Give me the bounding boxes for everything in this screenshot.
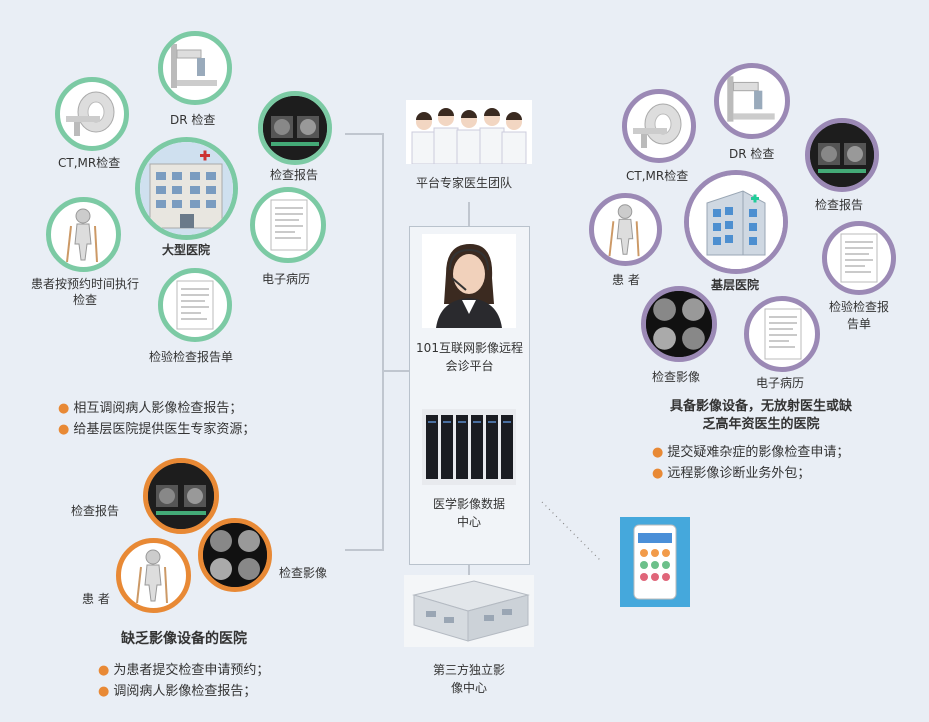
large-patient-label: 患者按预约时间执行检查 [30,277,139,307]
large-hospital-bullets: ●相互调阅病人影像检查报告； ●给基层医院提供医生专家资源； [58,398,255,440]
patient-circle-basic [589,193,662,266]
lab-report-circle-large [158,268,232,342]
hospital-building-icon [689,175,783,269]
large-hospital-title: 大型医院 [162,243,211,257]
emr-circle-large [250,187,326,263]
dr-circle-basic [714,63,790,139]
bullet-item: ●提交疑难杂症的影像检查申请； [652,445,850,460]
report-circle-basic [805,118,879,192]
third-party-label: 第三方独立影像中心 [432,663,505,695]
large-dr-label: DR 检查 [170,113,216,127]
orange-report-label: 检查报告 [71,504,120,518]
orange-images-label: 检查影像 [279,566,328,580]
ct-circle-basic [622,89,696,163]
mobile-app-icon [620,517,690,607]
basic-patient-label: 患 者 [612,273,640,287]
basic-ct-label: CT,MR检查 [626,169,689,183]
scan-report-icon [263,96,327,160]
basic-report-label: 检查报告 [815,198,864,212]
document-icon [840,233,878,283]
basic-dr-label: DR 检查 [729,147,775,161]
scan-images-icon [646,291,712,357]
images-circle-basic [641,286,717,362]
patient-crutch-icon [608,204,640,257]
connector-bottom [345,549,383,551]
large-emr-label: 电子病历 [262,272,311,286]
patient-circle-large [46,197,121,272]
emr-circle-basic [744,296,820,372]
bullet-item: ●远程影像诊断业务外包； [652,466,811,481]
document-icon [176,280,214,330]
basic-hospital-bullets: ●提交疑难杂症的影像检查申请； ●远程影像诊断业务外包； [652,442,849,484]
ct-scanner-icon [633,103,682,148]
no-equipment-bullets: ●为患者提交检查申请预约； ●调阅病人影像检查报告； [98,660,269,702]
hospital-building-icon [140,142,233,235]
report-circle-orange [143,458,219,534]
ct-circle-large [55,77,129,151]
dr-circle-large [158,31,232,105]
expert-team-photo [406,100,532,164]
large-ct-label: CT,MR检查 [58,156,121,170]
dr-xray-icon [727,76,775,122]
mobile-app-photo [620,517,690,607]
bullet-item: ●相互调阅病人影像检查报告； [58,401,243,416]
large-report-label: 检查报告 [270,168,319,182]
dotted-connector [541,501,601,561]
third-party-photo [404,575,534,647]
basic-images-label: 检查影像 [652,370,701,384]
ct-scanner-icon [66,91,115,136]
expert-team-label: 平台专家医生团队 [416,176,513,190]
server-rack-icon [422,409,516,485]
connector-vertical [382,133,384,551]
bullet-item: ●为患者提交检查申请预约； [98,663,270,678]
doctor-team-icon [411,108,527,164]
headset-agent-icon [436,244,502,328]
connector-box-third [468,565,470,575]
patient-crutch-icon [66,208,98,263]
lab-report-circle-basic [822,221,896,295]
bullet-item: ●调阅病人影像检查报告； [98,684,257,699]
imaging-center-floorplan-icon [404,575,534,647]
basic-hospital-title: 基层医院 [711,278,760,292]
images-circle-orange [198,518,272,592]
document-icon [764,308,802,360]
platform-label: 101互联网影像远程会诊平台 [416,341,523,373]
large-lab-label: 检验检查报告单 [149,350,234,364]
scan-report-icon [148,463,214,529]
orange-patient-label: 患 者 [82,592,110,606]
building-circle-large [135,137,238,240]
connector-top [345,133,383,135]
scan-images-icon [203,523,267,587]
basic-emr-label: 电子病历 [756,376,805,390]
data-center-label: 医学影像数据中心 [433,497,506,529]
patient-circle-orange [116,538,191,613]
no-equipment-title: 缺乏影像设备的医院 [121,631,247,647]
document-icon [270,199,308,251]
dr-xray-icon [171,44,217,88]
data-center-photo [422,409,516,485]
patient-crutch-icon [136,549,168,604]
scan-report-icon [810,123,874,187]
support-agent-photo [422,234,516,328]
basic-lab-label: 检验检查报告单 [828,300,889,331]
building-circle-basic [684,170,788,274]
bullet-item: ●给基层医院提供医生专家资源； [58,422,256,437]
connector-team-box [468,202,470,226]
report-circle-large [258,91,332,165]
basic-hospital-description: 具备影像设备，无放射医生或缺乏高年资医生的医院 [669,399,852,432]
connector-middle [383,370,410,372]
